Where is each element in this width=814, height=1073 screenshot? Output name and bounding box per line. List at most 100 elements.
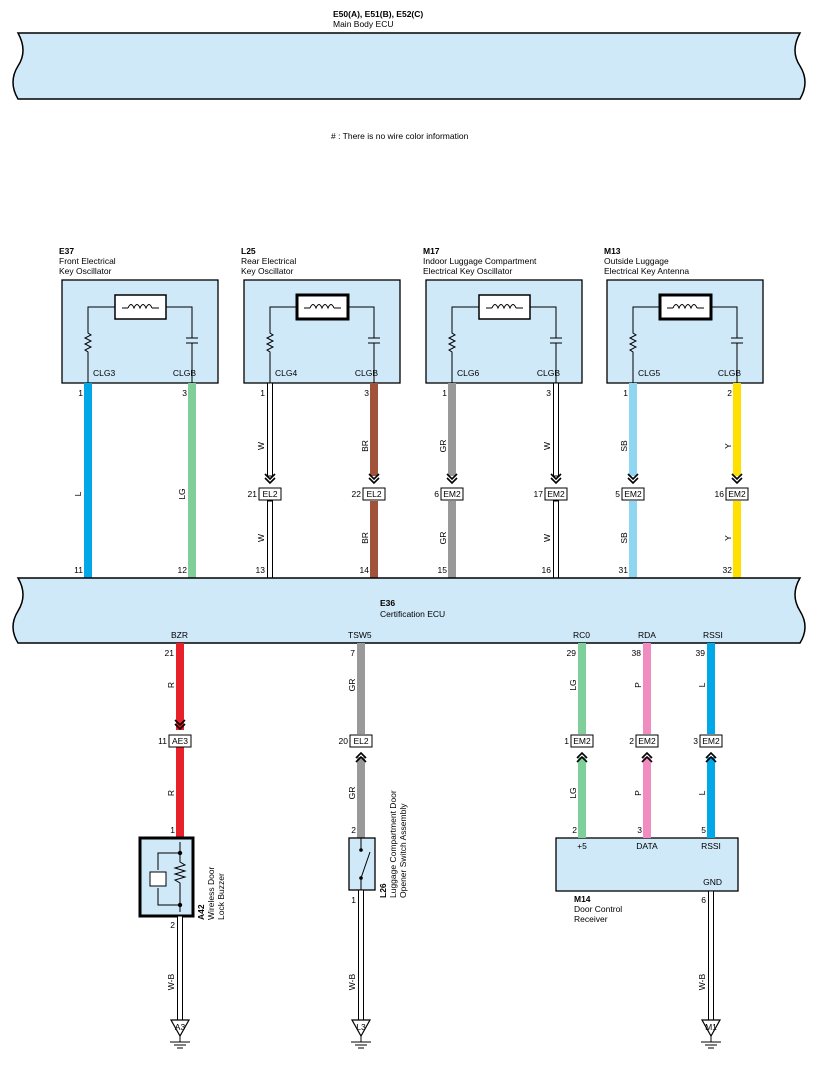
ground-a3-triangle <box>169 1019 191 1038</box>
switch-name-line1: Luggage Compartment Door <box>388 790 398 898</box>
receiver-line-1-receiver-pin: 2 <box>572 825 577 835</box>
main-ecu-bar <box>12 32 806 100</box>
bzr-ground-wire <box>177 915 183 1021</box>
coil-icon <box>309 304 335 310</box>
buzzer-name-line1: Wireless Door <box>206 866 216 920</box>
receiver-line-2-junction-pin: 2 <box>629 736 634 746</box>
left-junction-box <box>440 487 464 501</box>
resistor-icon <box>265 306 297 383</box>
left-wire-color-lower: GR <box>438 532 448 545</box>
oscillator-right-pin: 3 <box>364 388 369 398</box>
oscillator-id: L25 <box>241 246 256 256</box>
receiver-gnd-terminal: GND <box>703 877 722 887</box>
left-ecu-pin: 11 <box>74 565 83 575</box>
left-junction-box <box>258 487 282 501</box>
left-chevron-icon <box>264 473 276 485</box>
left-wire-upper <box>448 383 456 476</box>
right-ecu-pin: 14 <box>360 565 370 575</box>
oscillator-right-terminal: CLGB <box>537 368 560 378</box>
receiver-line-3-receiver-terminal: RSSI <box>701 841 721 851</box>
oscillator-left-pin: 1 <box>78 388 83 398</box>
receiver-line-3-chevron-icon <box>705 751 717 763</box>
left-ecu-pin: 13 <box>256 565 266 575</box>
right-wire-lower <box>553 500 559 579</box>
oscillator-right-terminal: CLGB <box>355 368 378 378</box>
right-chevron-icon <box>731 473 743 485</box>
switch-name-line2: Opener Switch Assembly <box>398 803 408 898</box>
buzzer-id: A42 <box>196 904 206 920</box>
receiver-line-3-wire-upper <box>707 643 715 734</box>
receiver-line-2-wire-upper <box>643 643 651 734</box>
left-wire-color-lower: W <box>256 534 266 542</box>
certification-ecu-name: Certification ECU <box>380 609 445 619</box>
bzr-wire-lower <box>176 747 184 838</box>
switch-contact-top <box>359 848 363 852</box>
buzzer-name-line2: Lock Buzzer <box>216 873 226 920</box>
left-wire-color: GR <box>438 440 448 453</box>
receiver-name-line2: Receiver <box>574 914 608 924</box>
right-wire-color-lower: Y <box>723 535 733 541</box>
left-junction-pin: 6 <box>434 489 439 499</box>
bzr-junction-box <box>168 734 192 748</box>
left-wire-upper <box>629 383 637 476</box>
ground-l3-triangle <box>350 1019 372 1038</box>
ground-a3-label: A3 <box>175 1022 186 1032</box>
receiver-line-1-wire-upper <box>578 643 586 734</box>
left-wire-lower <box>267 500 273 579</box>
right-wire-color-lower: BR <box>360 532 370 544</box>
buzzer-node-top <box>177 850 183 856</box>
oscillator-left-terminal: CLG3 <box>93 368 115 378</box>
main-ecu-name: Main Body ECU <box>333 19 393 29</box>
bzr-wire-color: R <box>166 682 176 688</box>
right-wire-lower <box>370 501 378 578</box>
coil-icon <box>491 304 517 310</box>
receiver-id: M14 <box>574 894 591 904</box>
right-junction-box <box>362 487 386 501</box>
receiver-line-2-receiver-terminal: DATA <box>636 841 658 851</box>
buzzer-node-bottom <box>177 902 183 908</box>
tsw-junction-connector: EL2 <box>353 736 368 746</box>
capacitor-icon <box>711 306 743 383</box>
switch-icon <box>360 838 371 890</box>
left-junction-connector: EL2 <box>262 489 277 499</box>
bzr-junction-connector: AE3 <box>172 736 188 746</box>
oscillator-name-line2: Key Oscillator <box>59 266 112 276</box>
bzr-ecu-terminal: BZR <box>171 630 188 640</box>
receiver-line-1-junction-pin: 1 <box>564 736 569 746</box>
right-wire-upper <box>553 382 559 477</box>
left-wire-color: W <box>256 442 266 450</box>
capacitor-icon <box>530 306 562 383</box>
main-ecu-connectors: E50(A), E51(B), E52(C) <box>333 9 423 19</box>
bzr-wire-color-lower: R <box>166 790 176 796</box>
right-junction-pin: 16 <box>715 489 725 499</box>
receiver-line-2-wire-color-lower: P <box>633 790 643 796</box>
right-junction-connector: EM2 <box>547 489 565 499</box>
ground-l3-label: L3 <box>356 1022 366 1032</box>
tsw-ground-wire <box>358 889 364 1021</box>
left-junction-box <box>621 487 645 501</box>
oscillator-right-pin: 3 <box>182 388 187 398</box>
switch-id: L26 <box>378 883 388 898</box>
receiver-line-2-wire-lower <box>643 757 651 838</box>
ground-l3-symbol <box>351 1041 371 1049</box>
certification-ecu-id: E36 <box>380 598 395 608</box>
receiver-line-3-ecu-pin: 39 <box>696 648 706 658</box>
tsw-ecu-pin: 7 <box>350 648 355 658</box>
right-chevron-icon <box>550 473 562 485</box>
buzzer-pin-1: 1 <box>170 825 175 835</box>
receiver-line-3-receiver-pin: 5 <box>701 825 706 835</box>
left-wire-color: SB <box>619 440 629 452</box>
receiver-line-3-wire-lower <box>707 757 715 838</box>
left-wire-color-lower: SB <box>619 532 629 544</box>
switch-contact-bottom <box>359 876 363 880</box>
right-wire-color-lower: W <box>542 534 552 542</box>
tsw-wire-color-lower: GR <box>347 787 357 800</box>
left-junction-connector: EM2 <box>443 489 461 499</box>
right-junction-pin: 17 <box>534 489 544 499</box>
switch-box <box>348 837 376 891</box>
right-wire-upper <box>733 383 741 476</box>
right-junction-connector: EL2 <box>366 489 381 499</box>
